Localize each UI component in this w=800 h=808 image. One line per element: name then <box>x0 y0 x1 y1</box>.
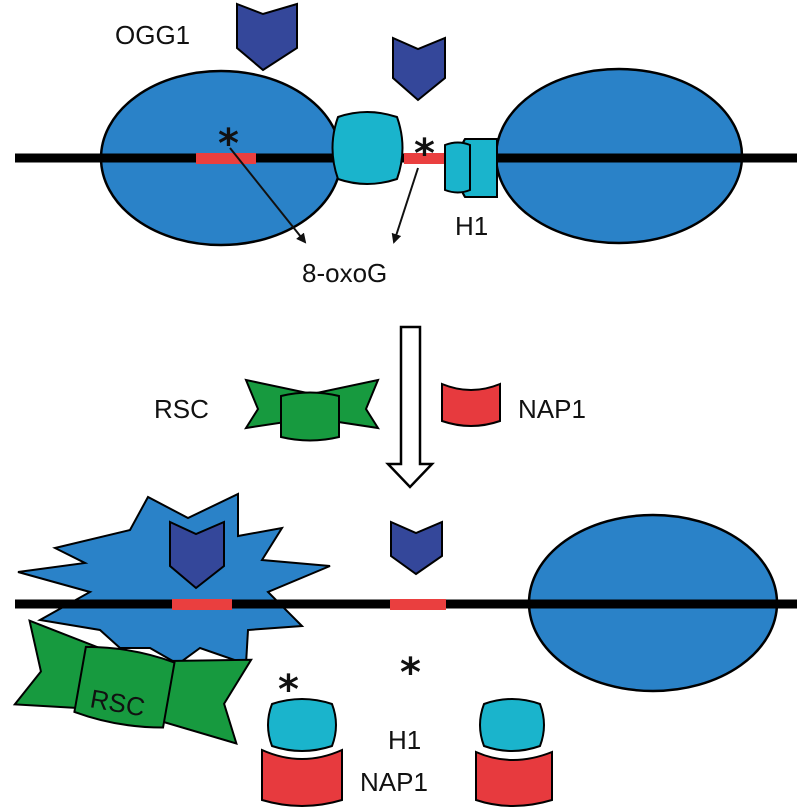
nap1-chaperone <box>475 750 553 807</box>
rsc-complex <box>12 619 253 745</box>
damage-site-left <box>172 599 232 610</box>
damage-asterisk: * <box>218 121 239 167</box>
nap1-icon <box>441 382 501 427</box>
damage-asterisk: * <box>278 667 299 713</box>
damage-site-left <box>196 153 256 164</box>
top-panel: * * OGG1 H1 8-oxoG <box>15 2 797 288</box>
nap1-chaperone <box>261 748 343 807</box>
damage-site-linker <box>390 599 446 610</box>
h1-linker-histone <box>444 138 498 198</box>
h1-barrel-released <box>267 698 337 752</box>
transition-panel: RSC NAP1 <box>154 325 586 489</box>
h1-released-label: H1 <box>388 725 421 755</box>
pointer-arrow <box>391 167 419 244</box>
damage-site-linker <box>404 153 444 164</box>
nap1-label: NAP1 <box>518 394 586 424</box>
ogg1-icon <box>236 2 298 72</box>
h1-barrel-left <box>331 111 404 185</box>
ogg1-icon <box>392 36 446 102</box>
nap1-bound-label: NAP1 <box>360 767 428 797</box>
damage-asterisk: * <box>400 650 421 696</box>
ogg1-icon <box>169 520 225 590</box>
ogg1-icon <box>390 520 443 576</box>
oxog-label: 8-oxoG <box>302 258 387 288</box>
damage-asterisk: * <box>414 131 435 177</box>
rsc-icon <box>243 378 381 442</box>
pointer-arrow <box>229 147 307 244</box>
bottom-panel: RSC * * H1 NAP1 <box>12 492 797 807</box>
h1-label: H1 <box>455 211 488 241</box>
h1-barrel-released <box>479 698 545 752</box>
rsc-label: RSC <box>154 394 209 424</box>
process-arrow <box>385 325 435 489</box>
ogg1-label: OGG1 <box>115 20 190 50</box>
remodeled-nucleosome <box>17 492 331 666</box>
